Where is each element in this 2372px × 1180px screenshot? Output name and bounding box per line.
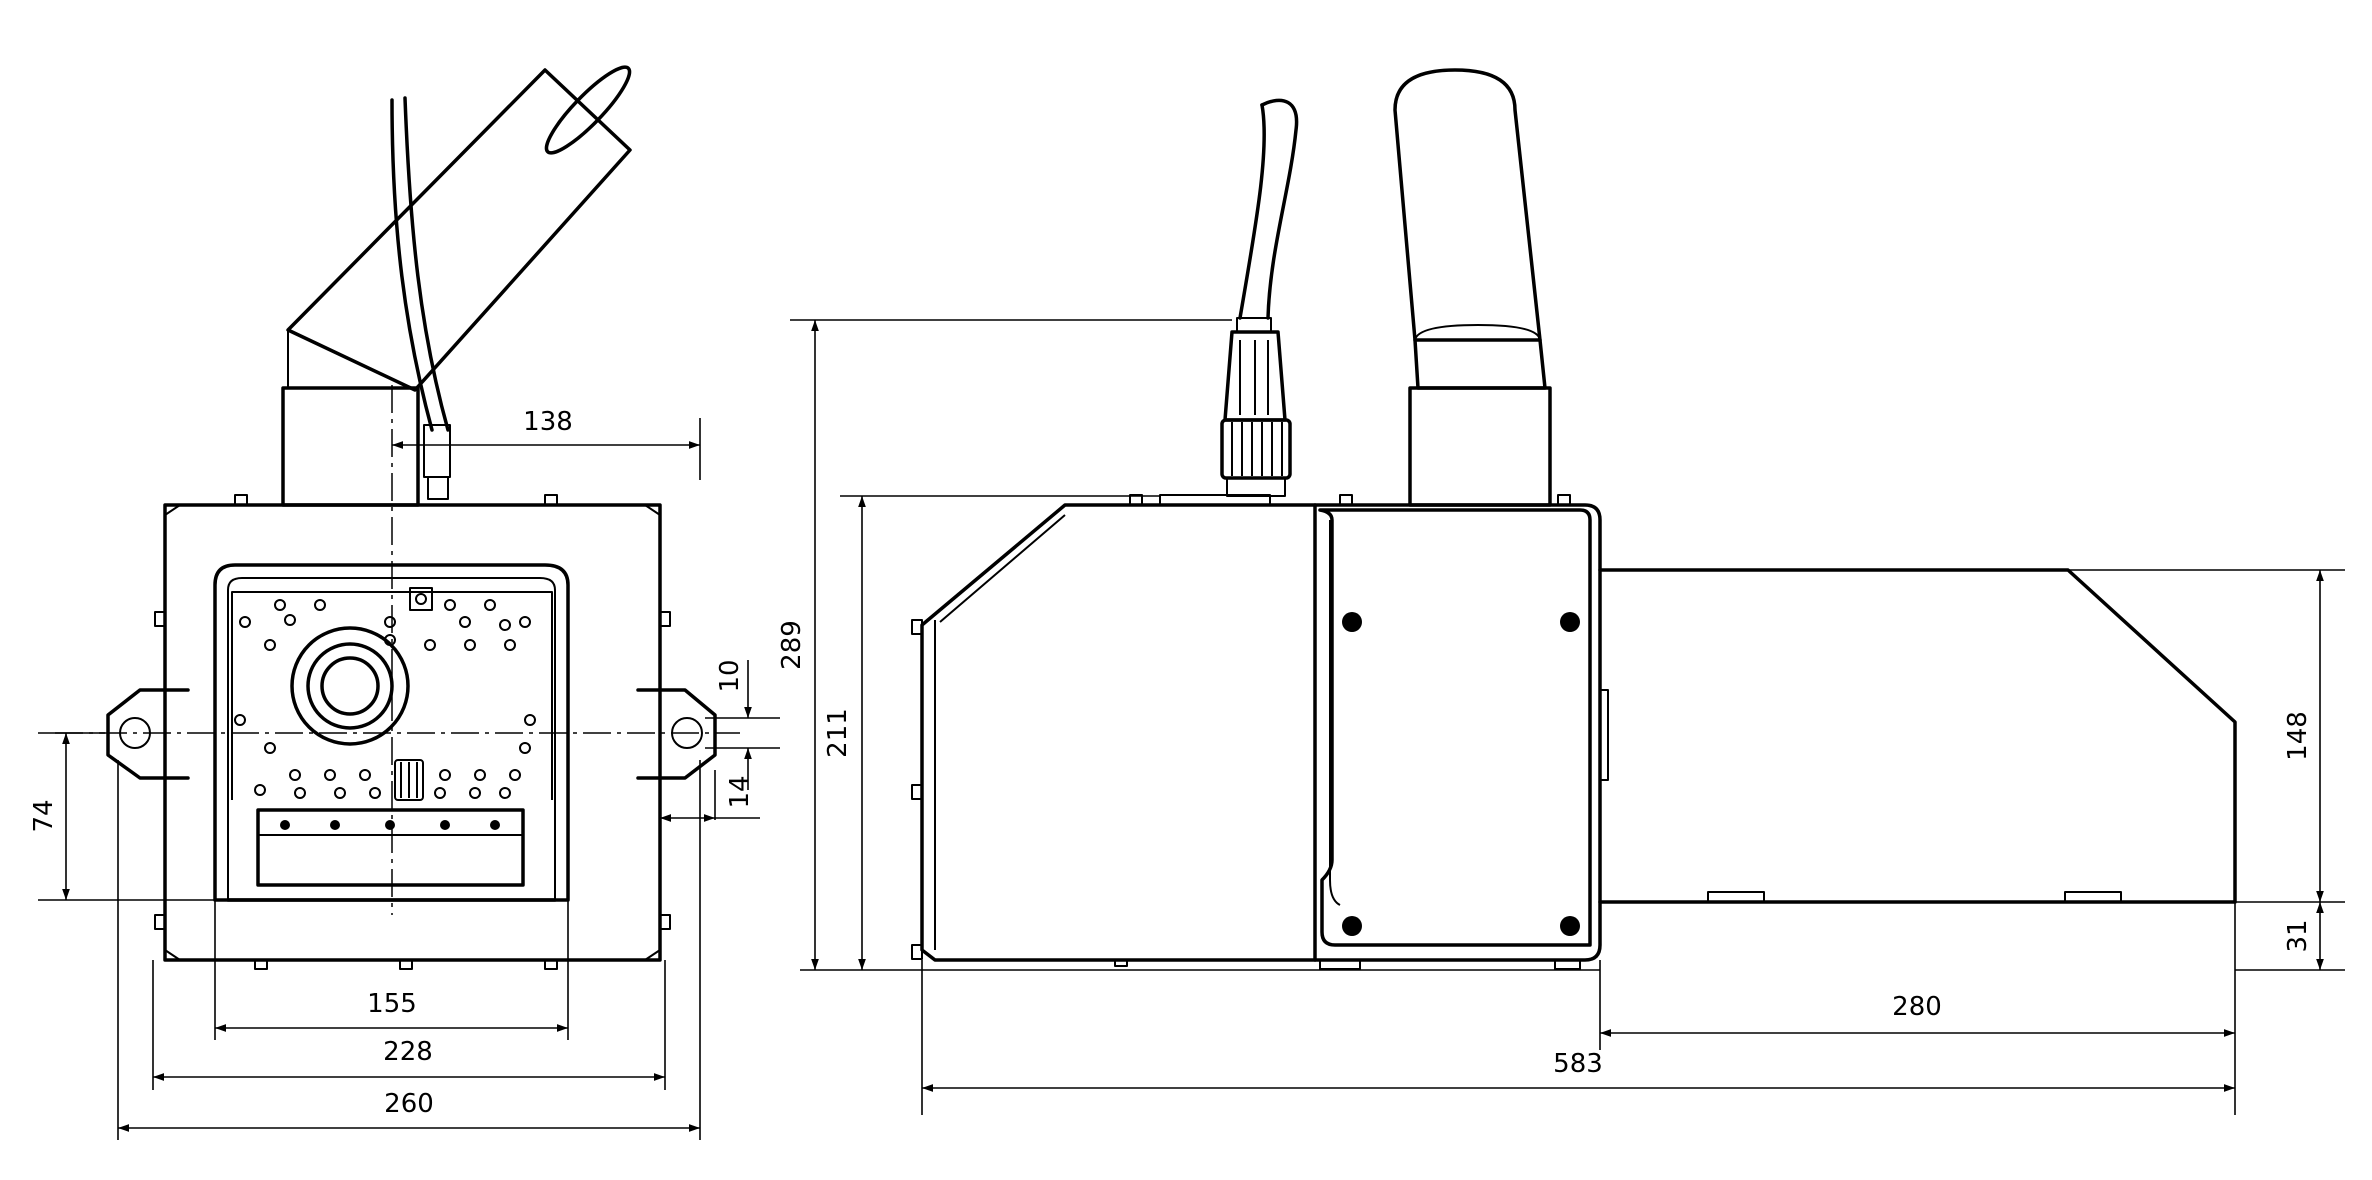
dim-side-280: 280: [1892, 992, 1942, 1022]
dim-side-211: 211: [823, 708, 853, 758]
front-right-flange: [636, 688, 717, 780]
front-left-flange: [106, 688, 190, 780]
dim-side-583: 583: [1553, 1049, 1603, 1079]
front-inlet-collar: [281, 386, 420, 507]
dim-side-148: 148: [2283, 711, 2313, 761]
dim-front-10: 10: [715, 659, 745, 692]
side-feed-inlet: [1393, 68, 1542, 342]
side-tube: [1598, 568, 2237, 904]
side-access-panel: [1318, 508, 1592, 947]
front-perforations: [234, 599, 536, 799]
dim-front-260: 260: [384, 1089, 434, 1119]
front-power-cable: [390, 98, 434, 432]
side-power-cable: [1260, 98, 1299, 320]
dim-front-14: 14: [725, 775, 755, 808]
front-door-frame: [213, 563, 570, 902]
side-view: 289 211 148 31 280 583: [777, 68, 2345, 1115]
dim-front-138: 138: [523, 407, 573, 437]
dim-side-31: 31: [2283, 919, 2313, 952]
side-body: [920, 503, 1602, 962]
dim-front-155: 155: [367, 989, 417, 1019]
dim-front-74: 74: [29, 799, 59, 832]
dim-side-289: 289: [777, 620, 807, 670]
front-view: 138 10 14 74 155 228 260: [29, 65, 780, 1140]
front-feed-inlet: [286, 68, 632, 392]
dim-front-228: 228: [383, 1037, 433, 1067]
